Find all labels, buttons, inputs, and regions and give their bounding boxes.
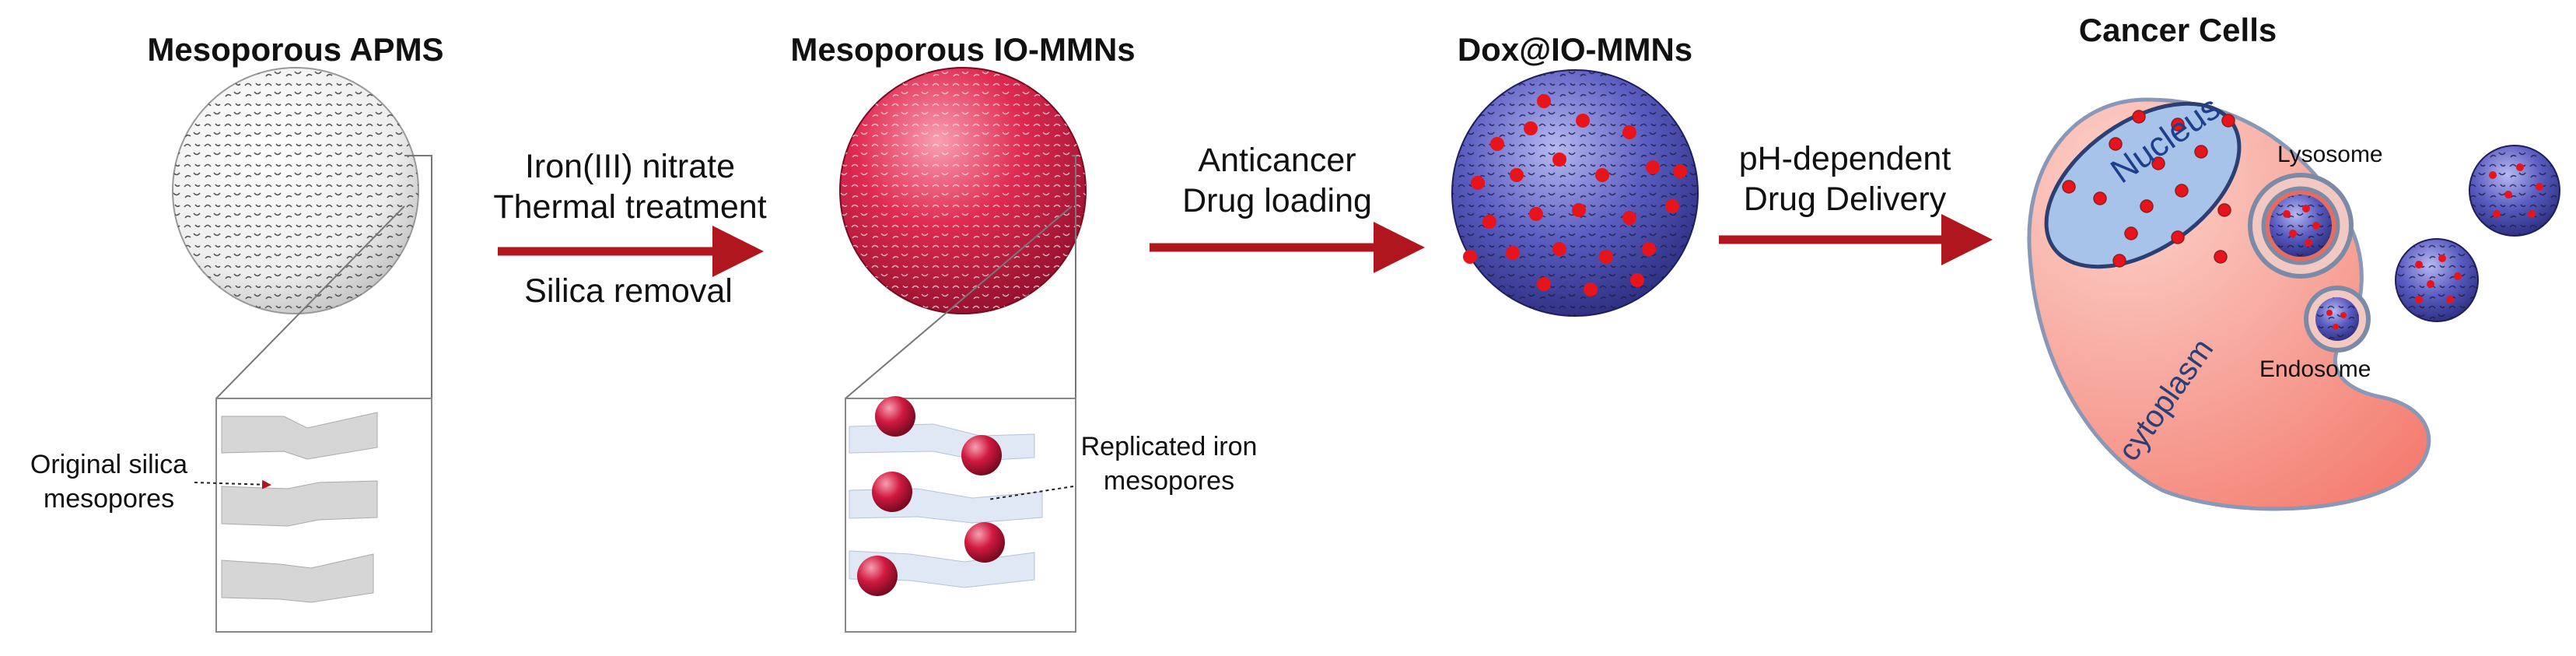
silica-callout: Original silica mesopores <box>30 447 187 516</box>
silica-pore-2 <box>221 480 378 527</box>
iron-bead <box>964 522 1005 563</box>
step1-label: Iron(III) nitrate Thermal treatment <box>493 146 766 227</box>
step3-line1: pH-dependent <box>1738 140 1951 177</box>
iron-bead <box>961 435 1002 475</box>
stage-title-dox: Dox@IO-MMNs <box>1457 31 1693 68</box>
iron-bead <box>857 556 898 596</box>
incoming-nanoparticle-small <box>2395 238 2479 322</box>
iron-bead <box>872 472 912 512</box>
stage-title-apms: Mesoporous APMS <box>147 31 444 68</box>
stage-title-cancer-cells: Cancer Cells <box>2078 12 2277 48</box>
step2-label: Anticancer Drug loading <box>1182 140 1372 221</box>
iron-callout: Replicated iron mesopores <box>1081 430 1258 498</box>
step1-line3: Silica removal <box>524 272 733 310</box>
silica-callout-line2: mesopores <box>43 484 175 514</box>
lysosome <box>2248 173 2354 279</box>
dox-sphere <box>1451 69 1699 317</box>
endosome-label: Endosome <box>2259 356 2371 382</box>
stage-title-io-mmn: Mesoporous IO-MMNs <box>790 31 1136 68</box>
step1-line1: Iron(III) nitrate <box>524 148 736 185</box>
step2-line2: Drug loading <box>1182 182 1372 219</box>
iron-pore-zoom-box <box>845 396 1076 633</box>
io-mmn-sphere <box>839 67 1087 314</box>
iron-callout-line2: mesopores <box>1103 466 1235 496</box>
io-zoom-lines <box>845 155 1076 401</box>
step3-label: pH-dependent Drug Delivery <box>1739 139 1951 219</box>
iron-callout-line1: Replicated iron <box>1080 432 1258 461</box>
iron-callout-pointer <box>987 486 1074 500</box>
step2-line1: Anticancer <box>1198 142 1356 179</box>
apms-sphere <box>172 67 419 314</box>
cell-drug-dots <box>2062 110 2235 268</box>
silica-pore-1 <box>221 412 378 460</box>
iron-bead <box>875 396 915 437</box>
lysosome-label: Lysosome <box>2277 142 2383 167</box>
silica-pore-zoom-box <box>215 398 432 633</box>
apms-zoom-lines <box>215 155 432 401</box>
silica-pore-3 <box>221 553 374 603</box>
step3-line2: Drug Delivery <box>1743 181 1947 218</box>
drug-dots <box>1463 94 1687 296</box>
step1-line2: Thermal treatment <box>493 188 767 226</box>
silica-callout-line1: Original silica <box>30 450 188 479</box>
incoming-nanoparticle-large <box>2469 145 2560 237</box>
endosome <box>2304 286 2371 353</box>
